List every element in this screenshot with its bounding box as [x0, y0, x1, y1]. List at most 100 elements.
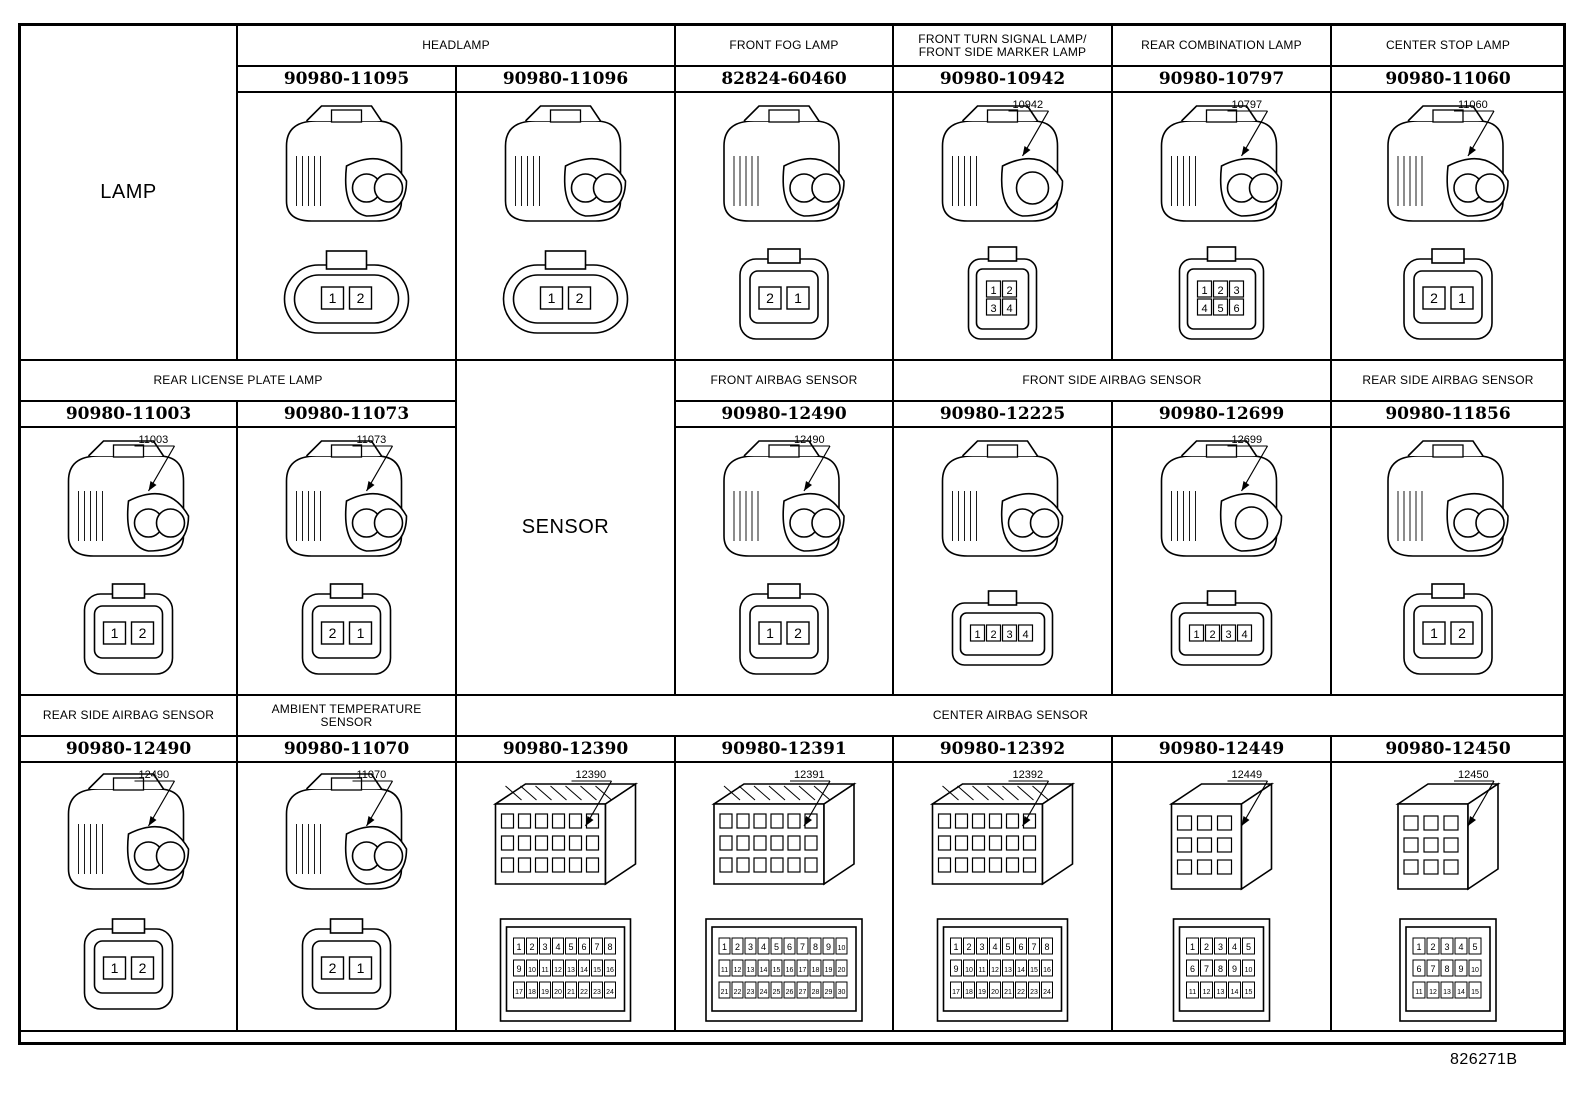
pin-number: 27 [799, 989, 807, 996]
pin-number: 2 [139, 960, 147, 976]
pin-number: 20 [838, 967, 846, 974]
callout: 10942 [1008, 99, 1050, 157]
part-number: 90980-11073 [238, 402, 457, 428]
pin-number: 12 [1203, 989, 1211, 996]
pin-number: 28 [812, 989, 820, 996]
part-number-text: 90980-10797 [1158, 69, 1285, 89]
pin-number: 3 [979, 942, 984, 952]
pin-number: 13 [567, 967, 575, 974]
group-header-label: CENTER STOP LAMP [1385, 38, 1511, 52]
pin-number: 5 [1246, 942, 1251, 952]
pin-number: 1 [1430, 625, 1438, 641]
pin-number: 3 [542, 942, 547, 952]
pin-number: 1 [548, 290, 556, 306]
pin-number: 4 [555, 942, 560, 952]
pin-number: 2 [576, 290, 584, 306]
connector-housing [1387, 440, 1509, 557]
pin-number: 2 [990, 629, 996, 641]
pin-number: 21 [567, 989, 575, 996]
connector-housing [285, 773, 408, 890]
pin-number: 10 [965, 967, 973, 974]
pin-number: 13 [747, 967, 755, 974]
callout: 12390 [571, 769, 613, 827]
pin-number: 5 [774, 942, 779, 952]
pin-number: 11 [978, 967, 985, 974]
pin-number: 6 [1190, 964, 1195, 974]
pin-number: 4 [1022, 629, 1028, 641]
pin-number: 11 [721, 967, 728, 974]
pin-number: 1 [111, 960, 119, 976]
callout-label: 12490 [794, 434, 825, 446]
part-number-text: 90980-11060 [1385, 69, 1511, 89]
part-number-text: 90980-12390 [502, 739, 629, 759]
pin-number: 17 [515, 989, 523, 996]
pin-number: 8 [1044, 942, 1049, 952]
pin-number: 3 [1225, 629, 1231, 641]
callout: 12449 [1227, 769, 1269, 827]
pin-number: 22 [580, 989, 588, 996]
group-header: REAR COMBINATION LAMP [1113, 26, 1332, 67]
pin-number: 3 [1218, 942, 1223, 952]
pin-number: 30 [838, 989, 846, 996]
pin-number: 1 [990, 285, 996, 297]
group-header: CENTER STOP LAMP [1332, 26, 1566, 67]
pin-number: 17 [799, 967, 807, 974]
group-header-label: CENTER AIRBAG SENSOR [932, 708, 1089, 722]
part-number: 90980-11856 [1332, 402, 1566, 428]
pin-number: 20 [991, 989, 999, 996]
pin-number: 4 [1201, 303, 1207, 315]
pin-number: 13 [1217, 989, 1225, 996]
pin-number: 13 [1004, 967, 1012, 974]
part-number: 90980-12490 [676, 402, 894, 428]
group-header: REAR SIDE AIRBAG SENSOR [1332, 361, 1566, 402]
pin-number: 15 [773, 967, 781, 974]
pin-number: 1 [1458, 290, 1466, 306]
connector-housing [67, 773, 190, 890]
connector-housing [1168, 782, 1275, 891]
pin-number: 1 [766, 625, 774, 641]
connector-housing [504, 105, 627, 222]
pin-number: 3 [1006, 629, 1012, 641]
part-number: 90980-10797 [1113, 67, 1332, 93]
pin-number: 9 [1232, 964, 1237, 974]
pin-number: 11 [1415, 989, 1422, 996]
group-header: FRONT SIDE AIRBAG SENSOR [894, 361, 1332, 402]
callout-label: 10942 [1013, 99, 1044, 111]
group-header-label: HEADLAMP [422, 38, 490, 52]
pin-number: 13 [1443, 989, 1451, 996]
connector-housing [285, 105, 408, 222]
pin-number: 26 [786, 989, 794, 996]
part-number-text: 90980-12490 [65, 739, 192, 759]
callout: 11003 [134, 434, 176, 492]
pin-number: 3 [990, 303, 996, 315]
pin-number: 8 [607, 942, 612, 952]
pin-number: 10 [528, 967, 536, 974]
part-number: 90980-12225 [894, 402, 1113, 428]
pin-number: 10 [1471, 967, 1479, 974]
pin-number: 24 [1043, 989, 1051, 996]
callout-label: 11060 [1458, 99, 1488, 111]
pin-number: 1 [794, 290, 802, 306]
part-number: 90980-12449 [1113, 737, 1332, 763]
pin-number: 1 [357, 625, 365, 641]
pin-number: 15 [1245, 989, 1253, 996]
pin-number: 7 [800, 942, 805, 952]
pin-number: 16 [786, 967, 794, 974]
part-number-text: 90980-12225 [939, 404, 1066, 424]
pin-number: 2 [1217, 285, 1223, 297]
pin-number: 12 [554, 967, 562, 974]
callout: 12392 [1008, 769, 1050, 827]
pin-number: 6 [1233, 303, 1239, 315]
